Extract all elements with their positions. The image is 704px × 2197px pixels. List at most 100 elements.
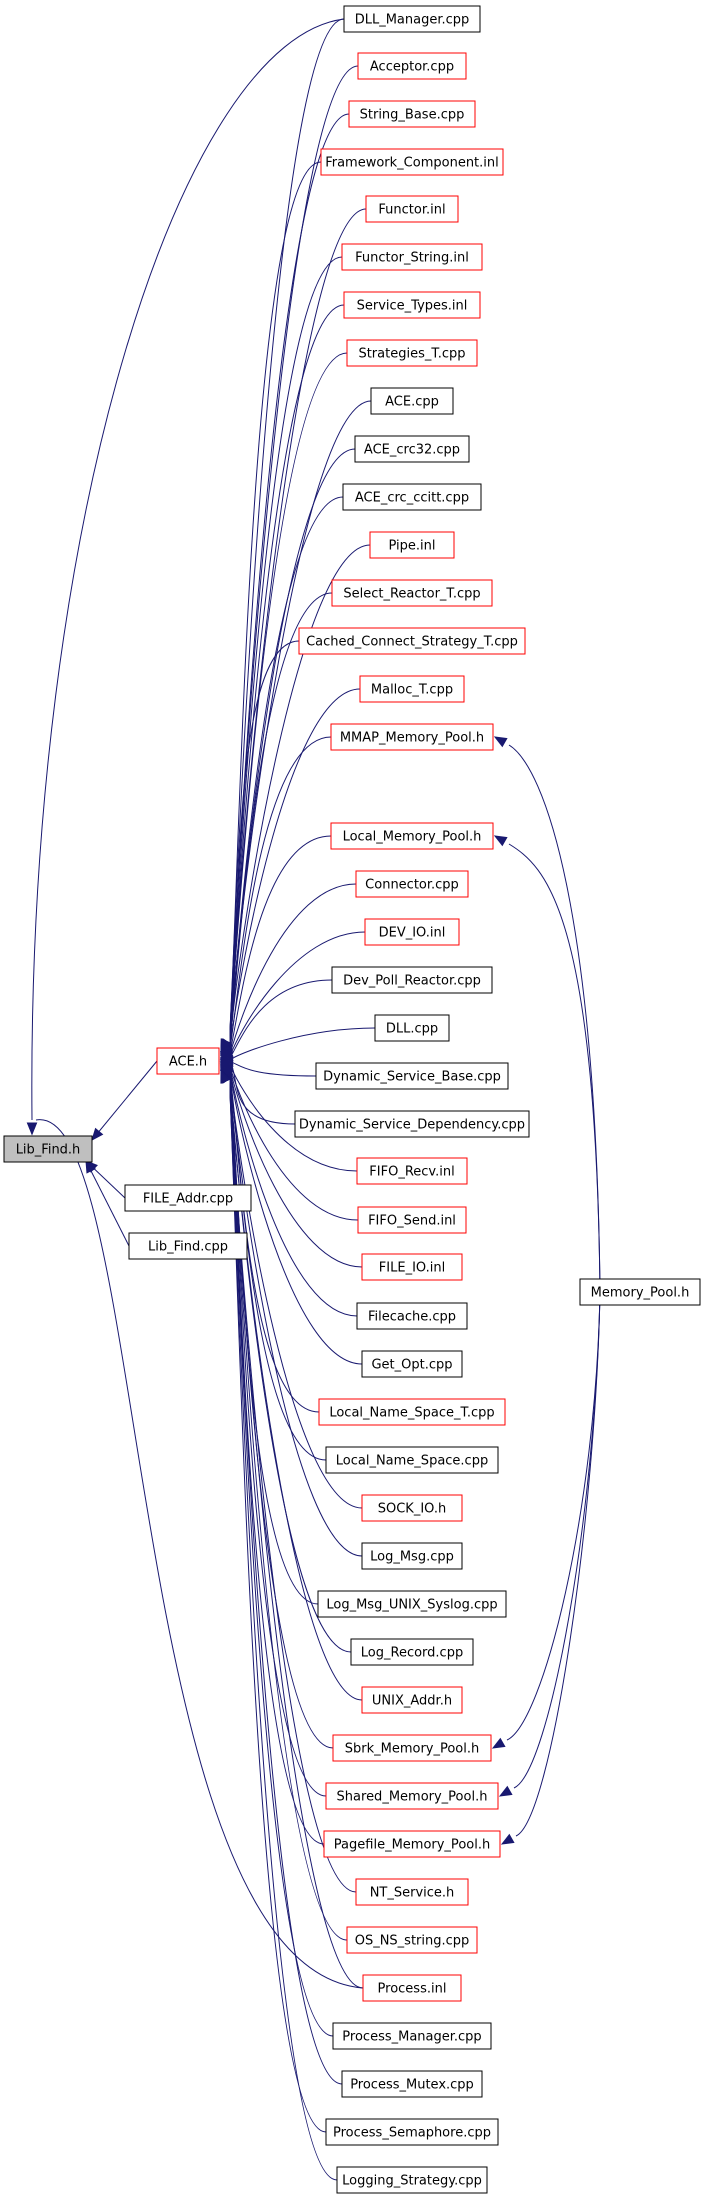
node-lib_find_h[interactable]: Lib_Find.h [3,1135,93,1163]
node-fifo_send_inl[interactable]: FIFO_Send.inl [357,1206,467,1234]
node-ace_h[interactable]: ACE.h [156,1047,220,1075]
node-box-logging_strategy_cpp[interactable] [336,2166,488,2194]
node-box-acceptor_cpp[interactable] [357,52,467,80]
node-box-dll_cpp[interactable] [374,1014,450,1042]
node-box-os_ns_string_cpp[interactable] [346,1926,478,1954]
node-process_mutex_cpp[interactable]: Process_Mutex.cpp [341,2070,483,2098]
node-box-functor_inl[interactable] [365,195,459,223]
node-box-nt_service_h[interactable] [355,1878,469,1906]
node-pipe_inl[interactable]: Pipe.inl [369,531,455,559]
node-box-process_semaphore_cpp[interactable] [325,2118,499,2146]
node-box-dynamic_service_dependency_cpp[interactable] [294,1110,530,1138]
node-box-sbrk_memory_pool_h[interactable] [332,1734,492,1762]
node-pagefile_memory_pool_h[interactable]: Pagefile_Memory_Pool.h [323,1830,501,1858]
node-box-unix_addr_h[interactable] [361,1686,463,1714]
node-select_reactor_t_cpp[interactable]: Select_Reactor_T.cpp [331,579,493,607]
node-box-process_manager_cpp[interactable] [332,2022,492,2050]
node-fifo_recv_inl[interactable]: FIFO_Recv.inl [356,1157,468,1185]
node-box-ace_h[interactable] [156,1047,220,1075]
node-box-cached_connect_strategy_t_cpp[interactable] [298,627,526,655]
node-dll_cpp[interactable]: DLL.cpp [374,1014,450,1042]
node-box-log_msg_cpp[interactable] [361,1542,463,1570]
node-box-dll_manager_cpp[interactable] [343,5,481,33]
node-box-dynamic_service_base_cpp[interactable] [315,1062,509,1090]
node-box-get_opt_cpp[interactable] [361,1350,463,1378]
node-box-lib_find_h[interactable] [3,1135,93,1163]
node-ace_crc_ccitt_cpp[interactable]: ACE_crc_ccitt.cpp [342,483,482,511]
node-log_msg_unix_syslog_cpp[interactable]: Log_Msg_UNIX_Syslog.cpp [317,1590,507,1618]
node-shared_memory_pool_h[interactable]: Shared_Memory_Pool.h [325,1782,499,1810]
node-connector_cpp[interactable]: Connector.cpp [355,870,469,898]
node-process_semaphore_cpp[interactable]: Process_Semaphore.cpp [325,2118,499,2146]
node-sock_io_h[interactable]: SOCK_IO.h [361,1494,463,1522]
node-box-ace_crc_ccitt_cpp[interactable] [342,483,482,511]
node-box-memory_pool_h[interactable] [579,1278,701,1306]
node-box-local_name_space_cpp[interactable] [325,1446,499,1474]
node-strategies_t_cpp[interactable]: Strategies_T.cpp [346,339,478,367]
node-box-shared_memory_pool_h[interactable] [325,1782,499,1810]
node-ace_crc32_cpp[interactable]: ACE_crc32.cpp [354,435,470,463]
node-process_inl[interactable]: Process.inl [362,1974,462,2002]
node-box-sock_io_h[interactable] [361,1494,463,1522]
node-box-filecache_cpp[interactable] [356,1302,468,1330]
node-box-string_base_cpp[interactable] [348,100,476,128]
node-box-file_io_inl[interactable] [361,1253,463,1281]
node-nt_service_h[interactable]: NT_Service.h [355,1878,469,1906]
node-box-file_addr_cpp[interactable] [124,1184,252,1212]
node-box-pagefile_memory_pool_h[interactable] [323,1830,501,1858]
node-box-fifo_send_inl[interactable] [357,1206,467,1234]
node-dev_io_inl[interactable]: DEV_IO.inl [364,918,460,946]
node-box-process_mutex_cpp[interactable] [341,2070,483,2098]
node-dynamic_service_base_cpp[interactable]: Dynamic_Service_Base.cpp [315,1062,509,1090]
node-box-local_name_space_t_cpp[interactable] [318,1398,506,1426]
node-ace_cpp[interactable]: ACE.cpp [370,387,454,415]
node-unix_addr_h[interactable]: UNIX_Addr.h [361,1686,463,1714]
node-box-ace_cpp[interactable] [370,387,454,415]
node-logging_strategy_cpp[interactable]: Logging_Strategy.cpp [336,2166,488,2194]
node-get_opt_cpp[interactable]: Get_Opt.cpp [361,1350,463,1378]
node-dll_manager_cpp[interactable]: DLL_Manager.cpp [343,5,481,33]
node-box-connector_cpp[interactable] [355,870,469,898]
node-dev_poll_reactor_cpp[interactable]: Dev_Poll_Reactor.cpp [331,966,493,994]
node-box-process_inl[interactable] [362,1974,462,2002]
node-box-strategies_t_cpp[interactable] [346,339,478,367]
node-memory_pool_h[interactable]: Memory_Pool.h [579,1278,701,1306]
node-os_ns_string_cpp[interactable]: OS_NS_string.cpp [346,1926,478,1954]
node-framework_component_inl[interactable]: Framework_Component.inl [320,148,504,176]
node-box-pipe_inl[interactable] [369,531,455,559]
node-box-dev_poll_reactor_cpp[interactable] [331,966,493,994]
node-acceptor_cpp[interactable]: Acceptor.cpp [357,52,467,80]
node-process_manager_cpp[interactable]: Process_Manager.cpp [332,2022,492,2050]
node-box-service_types_inl[interactable] [343,291,481,319]
node-box-mmap_memory_pool_h[interactable] [330,723,494,751]
node-local_name_space_t_cpp[interactable]: Local_Name_Space_T.cpp [318,1398,506,1426]
node-cached_connect_strategy_t_cpp[interactable]: Cached_Connect_Strategy_T.cpp [298,627,526,655]
node-file_addr_cpp[interactable]: FILE_Addr.cpp [124,1184,252,1212]
node-box-log_msg_unix_syslog_cpp[interactable] [317,1590,507,1618]
node-mmap_memory_pool_h[interactable]: MMAP_Memory_Pool.h [330,723,494,751]
node-filecache_cpp[interactable]: Filecache.cpp [356,1302,468,1330]
node-box-select_reactor_t_cpp[interactable] [331,579,493,607]
node-local_memory_pool_h[interactable]: Local_Memory_Pool.h [330,822,494,850]
node-box-malloc_t_cpp[interactable] [359,675,465,703]
node-box-framework_component_inl[interactable] [320,148,504,176]
node-lib_find_cpp[interactable]: Lib_Find.cpp [128,1232,248,1260]
node-box-fifo_recv_inl[interactable] [356,1157,468,1185]
node-service_types_inl[interactable]: Service_Types.inl [343,291,481,319]
node-box-lib_find_cpp[interactable] [128,1232,248,1260]
node-log_msg_cpp[interactable]: Log_Msg.cpp [361,1542,463,1570]
node-box-log_record_cpp[interactable] [350,1638,474,1666]
node-sbrk_memory_pool_h[interactable]: Sbrk_Memory_Pool.h [332,1734,492,1762]
node-functor_string_inl[interactable]: Functor_String.inl [341,243,483,271]
node-box-local_memory_pool_h[interactable] [330,822,494,850]
node-file_io_inl[interactable]: FILE_IO.inl [361,1253,463,1281]
node-dynamic_service_dependency_cpp[interactable]: Dynamic_Service_Dependency.cpp [294,1110,530,1138]
node-log_record_cpp[interactable]: Log_Record.cpp [350,1638,474,1666]
node-malloc_t_cpp[interactable]: Malloc_T.cpp [359,675,465,703]
node-functor_inl[interactable]: Functor.inl [365,195,459,223]
node-string_base_cpp[interactable]: String_Base.cpp [348,100,476,128]
node-box-ace_crc32_cpp[interactable] [354,435,470,463]
node-box-dev_io_inl[interactable] [364,918,460,946]
node-local_name_space_cpp[interactable]: Local_Name_Space.cpp [325,1446,499,1474]
node-box-functor_string_inl[interactable] [341,243,483,271]
